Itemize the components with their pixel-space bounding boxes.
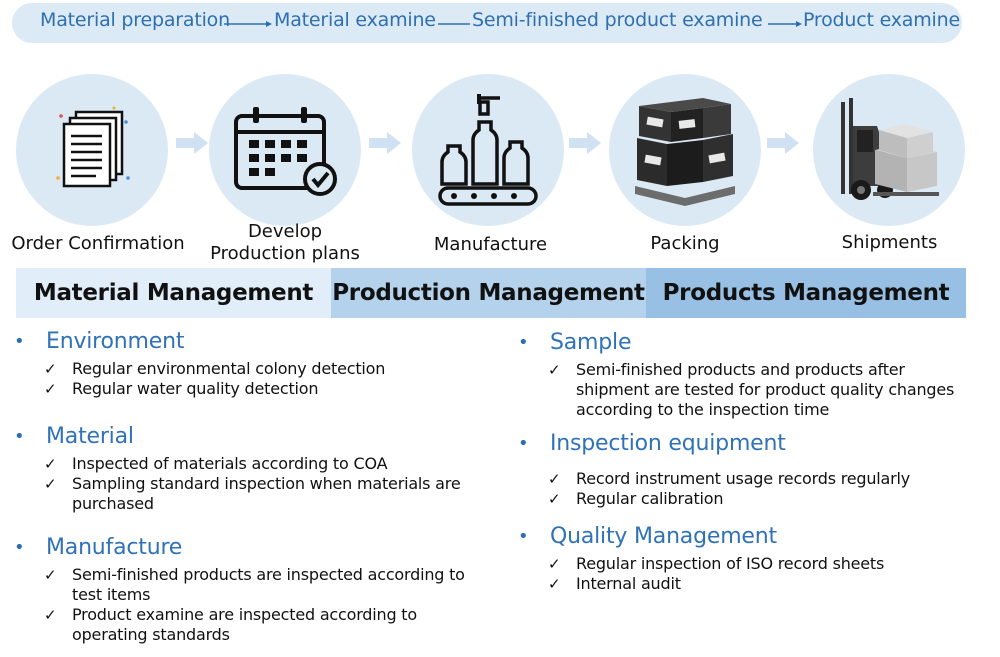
step-label-shipments: Shipments xyxy=(841,232,938,253)
section-title-quality-management: Quality Management xyxy=(550,524,777,549)
section-title-material: Material xyxy=(46,424,134,449)
list-item: ✓Semi-finished products are inspected ac… xyxy=(44,565,465,604)
section-title-sample: Sample xyxy=(550,330,632,355)
chevron-right-icon xyxy=(176,132,208,154)
section-heading: • Sample xyxy=(518,330,988,360)
bullet-icon: • xyxy=(14,426,25,447)
bullet-icon: • xyxy=(518,433,529,454)
band-material-management-label: Material Management xyxy=(33,280,314,306)
section-heading: • Material xyxy=(14,424,504,454)
check-icon: ✓ xyxy=(44,566,57,584)
check-icon: ✓ xyxy=(548,575,561,593)
documents-icon xyxy=(56,106,130,188)
check-icon: ✓ xyxy=(44,475,57,493)
section-environment: • Environment ✓Regular environmental col… xyxy=(14,329,504,399)
section-heading: • Quality Management xyxy=(518,524,988,554)
check-icon: ✓ xyxy=(548,470,561,488)
band-material-management: Material Management xyxy=(16,268,331,318)
step-circle-manufacture xyxy=(412,74,564,226)
section-title-manufacture: Manufacture xyxy=(46,535,183,560)
calendar-check-icon xyxy=(234,107,337,196)
bullet-icon: • xyxy=(14,331,25,352)
check-icon: ✓ xyxy=(44,455,57,473)
step-circle-packing xyxy=(609,74,761,226)
arrow-connector-icon xyxy=(768,21,802,27)
list-item: ✓Regular inspection of ISO record sheets xyxy=(548,554,885,573)
bullet-icon: • xyxy=(14,537,25,558)
check-icon: ✓ xyxy=(44,380,57,398)
check-icon: ✓ xyxy=(548,555,561,573)
check-icon: ✓ xyxy=(44,360,57,378)
section-quality-management: • Quality Management ✓Regular inspection… xyxy=(518,524,988,594)
list-item: ✓Semi-finished products and products aft… xyxy=(548,360,955,419)
arrow-connector-icon xyxy=(224,21,272,27)
section-material: • Material ✓Inspected of materials accor… xyxy=(14,424,504,514)
list-item: ✓Sampling standard inspection when mater… xyxy=(44,474,461,513)
section-heading: • Manufacture xyxy=(14,535,504,565)
flow-stage-semi-finished-examine: Semi-finished product examine xyxy=(472,9,763,31)
section-heading: • Environment xyxy=(14,329,504,359)
bottle-conveyor-icon xyxy=(438,94,538,206)
band-production-management-label: Production Management xyxy=(332,280,645,306)
section-title-environment: Environment xyxy=(46,329,185,354)
step-label-develop-production-plans: Develop Production plans xyxy=(210,221,360,264)
step-circle-order-confirmation xyxy=(16,74,168,226)
section-manufacture: • Manufacture ✓Semi-finished products ar… xyxy=(14,535,504,645)
forklift-icon xyxy=(841,98,939,200)
chevron-right-icon xyxy=(767,132,799,154)
band-production-management: Production Management xyxy=(331,268,646,318)
step-label-order-confirmation: Order Confirmation xyxy=(11,233,185,254)
step-circle-develop-production-plans xyxy=(209,74,361,226)
chevron-right-icon xyxy=(569,132,601,154)
bullet-icon: • xyxy=(518,332,529,353)
step-circle-shipments xyxy=(813,74,965,226)
band-products-management: Products Management xyxy=(646,268,966,318)
list-item: ✓Internal audit xyxy=(548,574,681,593)
check-icon: ✓ xyxy=(548,490,561,508)
section-heading: • Inspection equipment xyxy=(518,431,988,461)
check-icon: ✓ xyxy=(44,606,57,624)
flow-stage-product-examine: Product examine xyxy=(803,9,960,31)
list-item: ✓Regular environmental colony detection xyxy=(44,359,386,378)
line-connector-icon xyxy=(438,23,470,25)
section-sample: • Sample ✓Semi-finished products and pro… xyxy=(518,330,988,420)
list-item: ✓Inspected of materials according to COA xyxy=(44,454,388,473)
flow-stage-material-preparation: Material preparation xyxy=(40,9,230,31)
bullet-icon: • xyxy=(518,526,529,547)
process-flow-bar: Material preparation Material examine Se… xyxy=(12,3,962,43)
step-label-manufacture: Manufacture xyxy=(433,234,548,255)
step-label-packing: Packing xyxy=(650,233,720,254)
list-item: ✓Record instrument usage records regular… xyxy=(548,469,911,488)
list-item: ✓Regular calibration xyxy=(548,489,724,508)
band-products-management-label: Products Management xyxy=(662,280,950,306)
chevron-right-icon xyxy=(369,132,401,154)
boxes-on-pallet-icon xyxy=(635,98,735,206)
section-inspection-equipment: • Inspection equipment ✓Record instrumen… xyxy=(518,431,988,509)
list-item: ✓Regular water quality detection xyxy=(44,379,319,398)
flow-stage-material-examine: Material examine xyxy=(274,9,436,31)
list-item: ✓Product examine are inspected according… xyxy=(44,605,417,644)
check-icon: ✓ xyxy=(548,361,561,379)
section-title-inspection-equipment: Inspection equipment xyxy=(550,431,786,456)
